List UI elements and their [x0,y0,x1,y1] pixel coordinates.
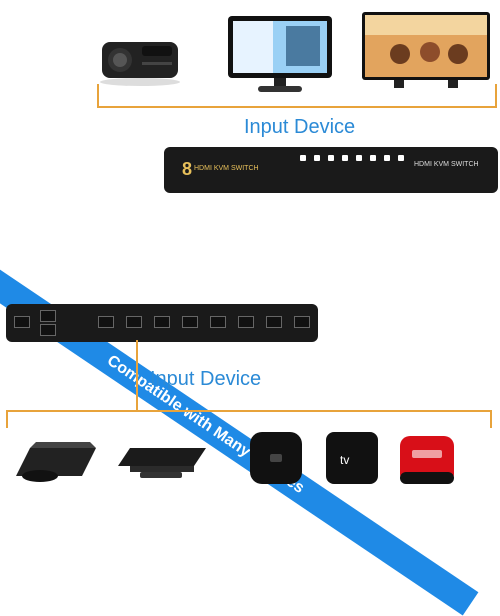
kvm-number: 8 [182,159,193,179]
hdmi-port-8 [294,316,310,328]
kvm-brand: HDMI KVM SWITCH [414,161,479,168]
monitor-icon [226,14,334,94]
tv-icon [360,10,492,92]
kvm-model: HDMI KVM SWITCH [194,165,259,172]
kvm-led-3 [328,155,334,161]
kvm-front-panel: 8 HDMI KVM SWITCH HDMI KVM SWITCH [164,147,498,193]
kvm-led-8 [398,155,404,161]
projector-icon [92,26,188,88]
ps3-icon [10,424,102,486]
hdmi-port-2 [126,316,142,328]
kvm-led-5 [356,155,362,161]
mi-box-icon [244,428,308,488]
media-box-icon [396,428,458,490]
kvm-led-4 [342,155,348,161]
kvm-led-7 [384,155,390,161]
bottom-connector-stem [136,340,138,410]
hdmi-port-7 [266,316,282,328]
top-connector-line [97,84,497,108]
hdmi-port-6 [238,316,254,328]
bottom-input-device-label: Input Device [150,368,262,390]
usb-port-2 [40,324,56,336]
apple-tv-icon: tv [322,428,382,488]
hdmi-port-3 [154,316,170,328]
hdmi-port-5 [210,316,226,328]
kvm-rear-panel [6,304,318,342]
hdmi-port-1 [98,316,114,328]
top-input-device-label: Input Device [244,116,356,138]
kvm-led-1 [300,155,306,161]
svg-text:tv: tv [340,453,349,467]
usb-port-1 [40,310,56,322]
hdmi-port-4 [182,316,198,328]
bottom-connector-line [6,410,492,428]
ps4-icon [112,434,212,484]
power-port [14,316,30,328]
kvm-led-2 [314,155,320,161]
kvm-led-6 [370,155,376,161]
